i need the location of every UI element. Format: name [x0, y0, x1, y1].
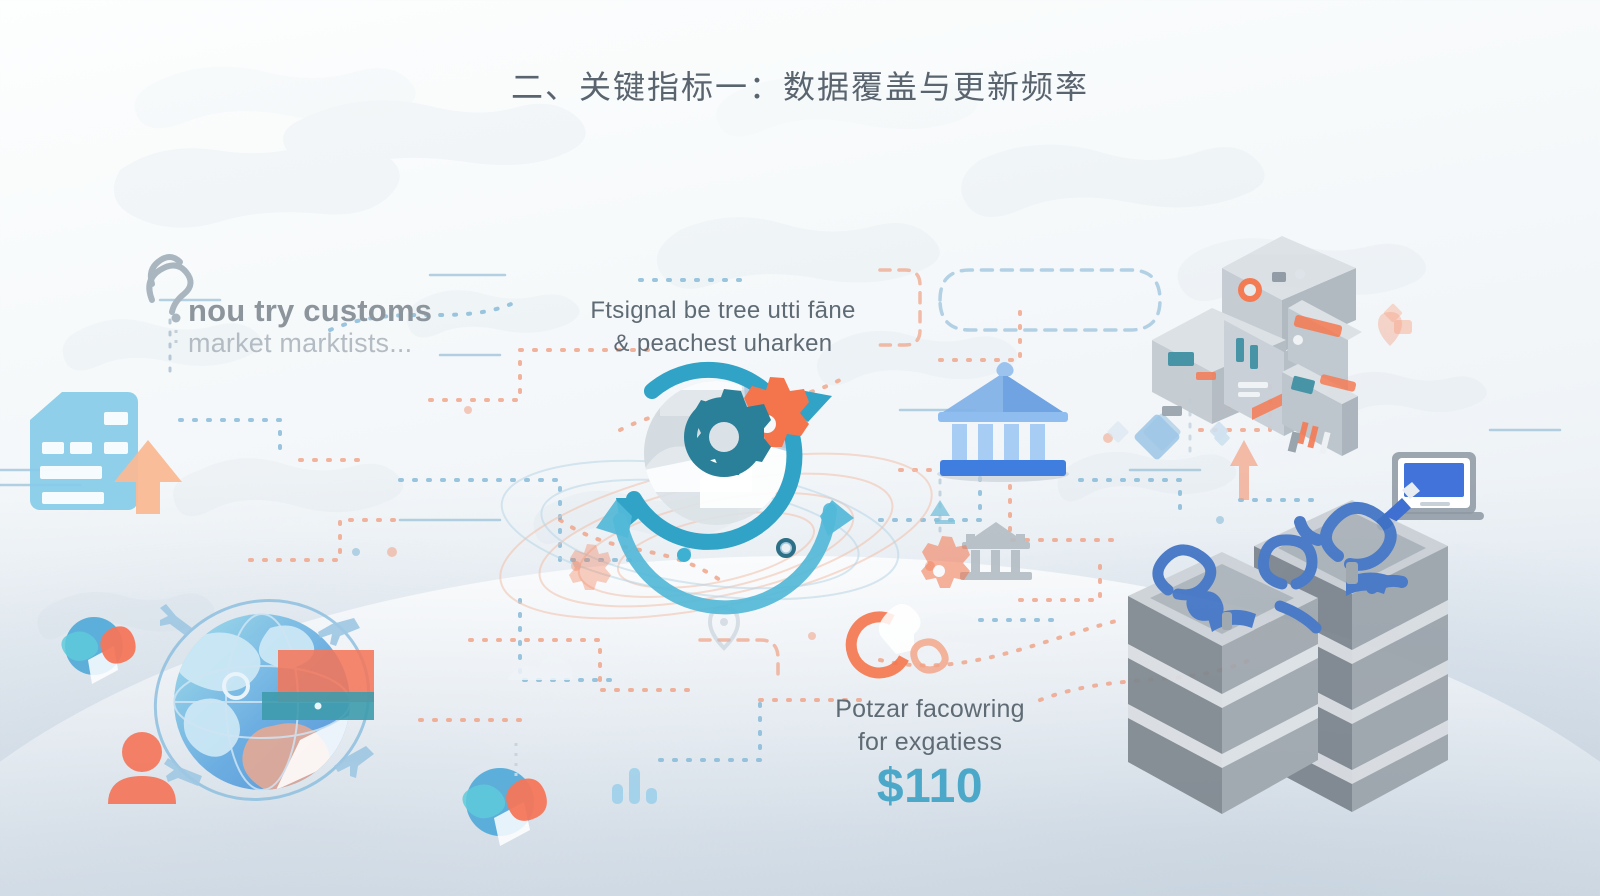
temple-building-icon	[960, 522, 1032, 580]
center-caption-line2: & peachest uharken	[613, 330, 833, 358]
left-caption-line2: market marktists...	[188, 327, 413, 358]
user-icon	[108, 732, 176, 804]
wrench-icon	[1294, 502, 1408, 594]
g-gear-icon	[684, 389, 771, 477]
overlay-bar-orange	[278, 650, 374, 702]
decorative-shapes	[1107, 303, 1412, 451]
bar-chart-icon	[612, 768, 657, 804]
center-caption: Ftsignal be tree utti fāne & peachest uh…	[553, 294, 893, 360]
gear-icon	[742, 377, 809, 447]
cloud-icon	[276, 513, 328, 532]
metric-label-line1: Potzar facowring	[835, 695, 1025, 723]
cloud-icon	[508, 656, 573, 680]
floating-diamonds	[1134, 414, 1229, 460]
left-caption-line1: nou try customs	[188, 293, 433, 328]
background-bottom-gradient	[0, 476, 1600, 896]
metric-amount: $110	[876, 760, 984, 813]
wrench-icon	[1257, 534, 1322, 634]
donut-chart-icon	[845, 604, 949, 679]
center-caption-line1: Ftsignal be tree utti fāne	[590, 297, 856, 324]
airplane-icon	[160, 604, 374, 786]
page-title: 二、关键指标一：数据覆盖与更新频率	[510, 69, 1089, 105]
overlay-bar-teal	[262, 692, 374, 720]
upload-arrow-icon	[114, 440, 182, 514]
gear-icon	[569, 544, 611, 590]
arrow-up-icon	[1230, 440, 1258, 500]
pen-icon	[1376, 482, 1420, 531]
metric-label-line2: for exgatiess	[857, 727, 1003, 756]
wrench-icon	[1152, 544, 1220, 620]
left-caption: nou try customs market marktists...	[188, 293, 433, 359]
bank-building-icon	[937, 362, 1069, 482]
globe-pin-icon	[61, 617, 136, 684]
map-pin-icon	[707, 605, 741, 651]
arrow-up-marker	[930, 500, 955, 524]
globe-pin-icon	[462, 740, 547, 846]
map-pin-icon	[1378, 312, 1402, 346]
metric-block: Potzar facowring for exgatiess $110	[800, 693, 1060, 814]
gear-icon	[921, 536, 970, 588]
